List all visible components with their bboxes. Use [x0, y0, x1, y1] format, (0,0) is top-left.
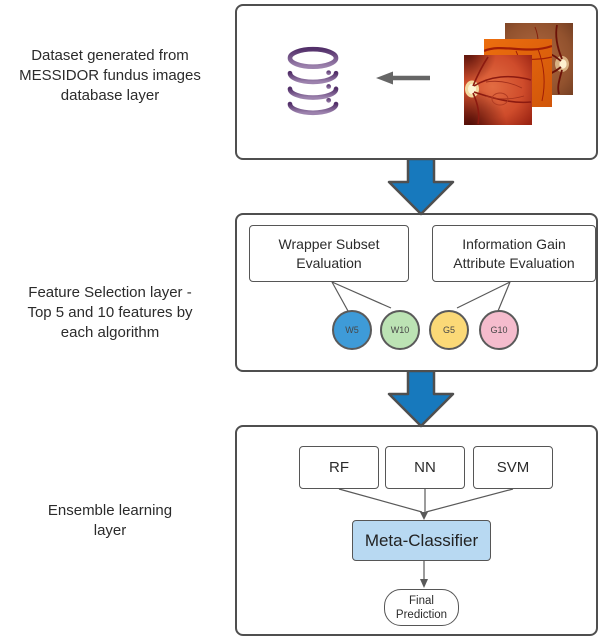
fundus-image-front [464, 55, 532, 125]
feature-node-w5: W5 [332, 310, 372, 350]
dataset-layer-box [235, 4, 598, 160]
feature-selection-layer-label: Feature Selection layer - Top 5 and 10 f… [27, 284, 193, 341]
classifier-box-rf: RF [299, 446, 379, 489]
database-icon [287, 46, 339, 116]
down-arrow-icon [387, 370, 455, 428]
dataset-layer-label: Dataset generated from MESSIDOR fundus i… [19, 47, 201, 104]
feature-node-g5: G5 [429, 310, 469, 350]
final-prediction-node: Final Prediction [384, 589, 459, 626]
down-arrow-icon [387, 158, 455, 216]
feature-node-g10: G10 [479, 310, 519, 350]
information-gain-attribute-evaluation-box: Information Gain Attribute Evaluation [432, 225, 596, 282]
feature-selection-layer-box: Wrapper Subset Evaluation Information Ga… [235, 213, 598, 372]
ensemble-layer-label: Ensemble learning layer [47, 502, 173, 539]
left-arrow-icon [376, 71, 430, 85]
wrapper-subset-evaluation-box: Wrapper Subset Evaluation [249, 225, 409, 282]
feature-node-w10: W10 [380, 310, 420, 350]
classifier-box-svm: SVM [473, 446, 553, 489]
meta-classifier-box: Meta-Classifier [352, 520, 491, 561]
ensemble-layer-box: RF NN SVM Meta-Classifier Final Predicti… [235, 425, 598, 636]
classifier-box-nn: NN [385, 446, 465, 489]
